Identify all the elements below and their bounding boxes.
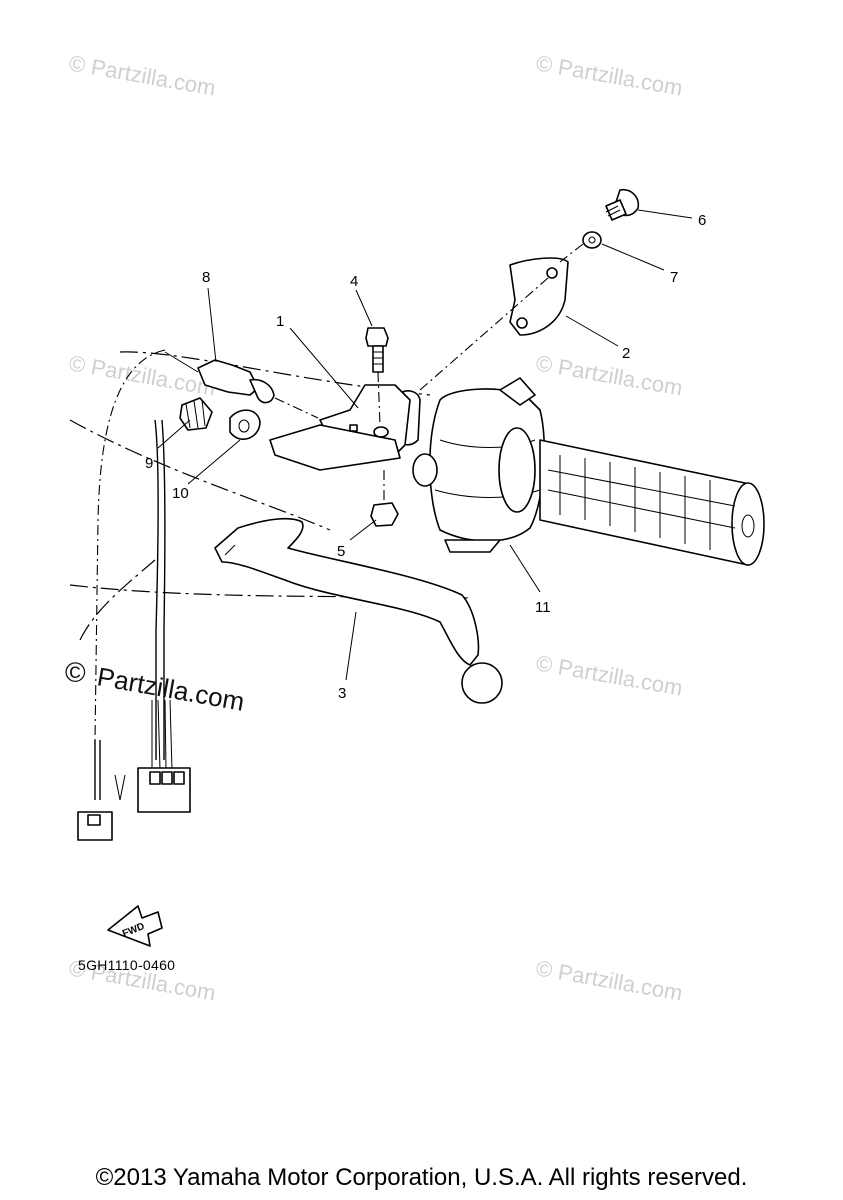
forward-arrow-icon: FWD bbox=[107, 905, 163, 947]
lever-bolt bbox=[365, 327, 389, 427]
callout-10: 10 bbox=[172, 485, 189, 502]
callouts: 1 2 3 4 5 6 7 8 9 10 11 bbox=[145, 212, 706, 702]
watermark: © Partzilla.com bbox=[67, 350, 217, 400]
cable-adjuster bbox=[164, 351, 319, 419]
handlebar-grip bbox=[539, 439, 765, 566]
lever-nut bbox=[370, 470, 399, 527]
callout-4: 4 bbox=[350, 273, 358, 290]
watermark: © Partzilla.com bbox=[67, 50, 217, 100]
clutch-lever bbox=[214, 517, 503, 704]
watermark: © Partzilla.com bbox=[534, 350, 684, 400]
callout-7: 7 bbox=[670, 269, 678, 286]
watermark: © Partzilla.com bbox=[534, 50, 684, 100]
washer bbox=[559, 231, 602, 263]
screw bbox=[605, 188, 640, 221]
locknut bbox=[229, 409, 261, 441]
cover bbox=[419, 257, 569, 391]
diagram-code: 5GH1110-0460 bbox=[78, 957, 176, 973]
callout-6: 6 bbox=[698, 212, 706, 229]
callout-9: 9 bbox=[145, 455, 153, 472]
watermark-copyright-symbol: © bbox=[65, 657, 86, 688]
copyright-notice: ©2013 Yamaha Motor Corporation, U.S.A. A… bbox=[95, 1164, 748, 1191]
wire-harness bbox=[77, 419, 191, 841]
callout-3: 3 bbox=[338, 685, 346, 702]
watermark-text: Partzilla.com bbox=[95, 661, 247, 716]
callout-2: 2 bbox=[622, 345, 630, 362]
callout-1: 1 bbox=[276, 313, 284, 330]
callout-5: 5 bbox=[337, 543, 345, 560]
callout-11: 11 bbox=[535, 599, 551, 616]
switch-housing bbox=[397, 377, 546, 553]
watermark: © Partzilla.com bbox=[534, 955, 684, 1005]
leader-lines bbox=[157, 209, 693, 681]
lever-holder bbox=[269, 384, 411, 471]
callout-8: 8 bbox=[202, 269, 210, 286]
watermark: © Partzilla.com bbox=[534, 650, 684, 700]
